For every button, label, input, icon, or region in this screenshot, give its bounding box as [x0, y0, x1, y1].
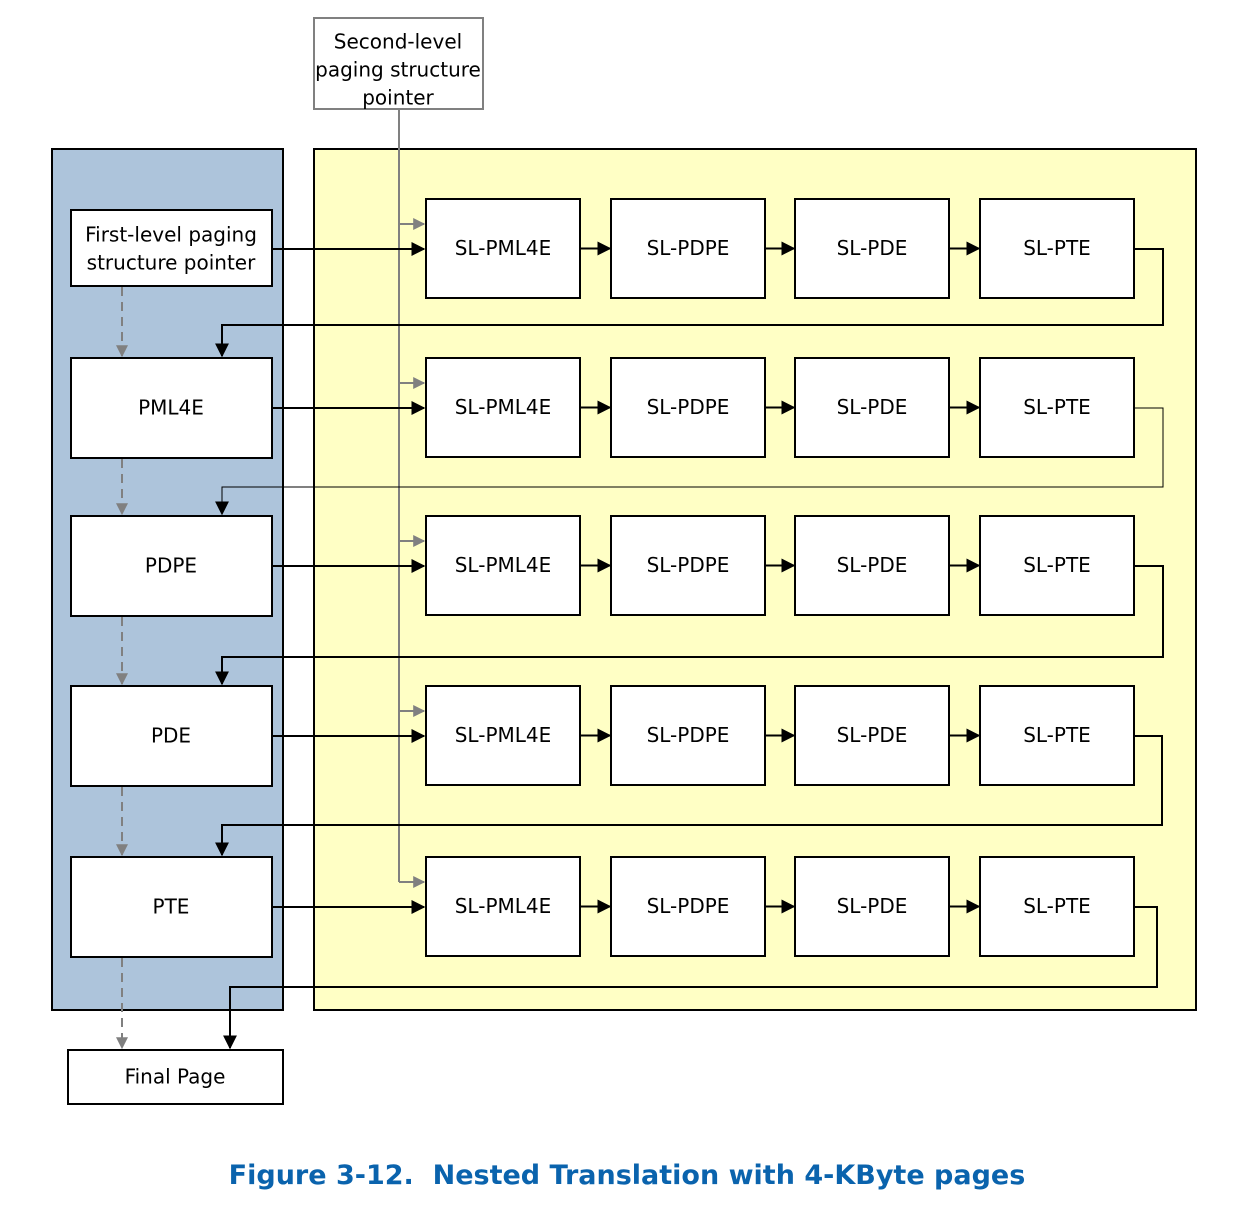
- sl-box-label: SL-PDPE: [647, 236, 730, 260]
- figure-number: Figure 3-12.: [228, 1160, 414, 1191]
- sl-box-sl-pde: SL-PDE: [794, 515, 950, 616]
- first-level-entry-pml4e: PML4E: [70, 357, 273, 459]
- sl-box-sl-pdpe: SL-PDPE: [610, 357, 766, 458]
- fl-pointer-line: structure pointer: [87, 251, 256, 275]
- first-to-second-level-connectors: [272, 242, 426, 914]
- nested-translation-diagram: Second-level paging structure pointer Fi…: [51, 17, 1197, 1105]
- sl-box-sl-pdpe: SL-PDPE: [610, 856, 766, 957]
- final-page-box: Final Page: [67, 1049, 284, 1105]
- second-level-pointer-connectors: [398, 109, 426, 888]
- svg-text:Final Page: Final Page: [125, 1065, 226, 1089]
- first-level-entry-pde: PDE: [70, 685, 273, 787]
- sl-box-sl-pde: SL-PDE: [794, 357, 950, 458]
- figure-caption: Figure 3-12. Nested Translation with 4-K…: [0, 1160, 1254, 1191]
- sl-box-sl-pte: SL-PTE: [979, 198, 1135, 299]
- second-level-grid: SL-PML4E SL-PDPE SL-PDE SL-PTE SL-PML4E SL-PD…: [425, 198, 1135, 957]
- sl-box-label: SL-PTE: [1023, 894, 1091, 918]
- sl-box-label: SL-PDE: [837, 395, 908, 419]
- sl-box-sl-pte: SL-PTE: [979, 685, 1135, 786]
- sl-box-label: SL-PML4E: [455, 395, 552, 419]
- first-level-entry-pdpe: PDPE: [70, 515, 273, 617]
- sl-box-label: SL-PML4E: [455, 553, 552, 577]
- wrap-arrow-row2: [215, 407, 1164, 516]
- sl-pointer-line: Second-level: [334, 30, 462, 54]
- sl-box-sl-pde: SL-PDE: [794, 198, 950, 299]
- sl-box-label: SL-PML4E: [455, 236, 552, 260]
- svg-text:PDPE: PDPE: [145, 554, 197, 578]
- first-level-entry-pte: PTE: [70, 856, 273, 958]
- sl-box-sl-pdpe: SL-PDPE: [610, 685, 766, 786]
- svg-text:PDE: PDE: [151, 724, 191, 748]
- sl-box-label: SL-PTE: [1023, 553, 1091, 577]
- sl-box-label: SL-PTE: [1023, 723, 1091, 747]
- sl-box-label: SL-PTE: [1023, 236, 1091, 260]
- sl-box-sl-pml4e: SL-PML4E: [425, 515, 581, 616]
- sl-box-sl-pml4e: SL-PML4E: [425, 357, 581, 458]
- sl-box-sl-pte: SL-PTE: [979, 357, 1135, 458]
- sl-box-sl-pml4e: SL-PML4E: [425, 198, 581, 299]
- sl-box-label: SL-PDPE: [647, 395, 730, 419]
- sl-box-sl-pml4e: SL-PML4E: [425, 856, 581, 957]
- wrap-arrow-row4: [215, 735, 1163, 857]
- sl-box-sl-pte: SL-PTE: [979, 515, 1135, 616]
- sl-box-sl-pte: SL-PTE: [979, 856, 1135, 957]
- fl-pointer-line: First-level paging: [85, 223, 257, 247]
- sl-box-label: SL-PTE: [1023, 395, 1091, 419]
- sl-box-sl-pdpe: SL-PDPE: [610, 515, 766, 616]
- sl-box-label: SL-PDE: [837, 723, 908, 747]
- sl-box-label: SL-PDPE: [647, 894, 730, 918]
- sl-box-label: SL-PDPE: [647, 553, 730, 577]
- sl-box-sl-pde: SL-PDE: [794, 856, 950, 957]
- sl-box-label: SL-PML4E: [455, 723, 552, 747]
- sl-pointer-line: paging structure: [315, 58, 481, 82]
- wrap-arrow-row1: [215, 248, 1164, 358]
- sl-box-label: SL-PDE: [837, 553, 908, 577]
- first-level-pointer-box: First-level paging structure pointer: [70, 209, 273, 287]
- sl-box-label: SL-PDE: [837, 236, 908, 260]
- sl-box-sl-pde: SL-PDE: [794, 685, 950, 786]
- svg-text:PTE: PTE: [153, 895, 190, 919]
- second-level-pointer-box: Second-level paging structure pointer: [313, 17, 484, 110]
- sl-box-label: SL-PDE: [837, 894, 908, 918]
- svg-text:PML4E: PML4E: [138, 396, 204, 420]
- sl-box-label: SL-PDPE: [647, 723, 730, 747]
- sl-box-label: SL-PML4E: [455, 894, 552, 918]
- wrap-arrow-row3: [215, 565, 1164, 686]
- sl-box-sl-pml4e: SL-PML4E: [425, 685, 581, 786]
- figure-title: Nested Translation with 4-KByte pages: [432, 1160, 1026, 1191]
- sl-box-sl-pdpe: SL-PDPE: [610, 198, 766, 299]
- sl-pointer-line: pointer: [362, 86, 434, 110]
- wrap-connectors: [215, 248, 1164, 1050]
- wrap-arrow-row5: [223, 906, 1158, 1050]
